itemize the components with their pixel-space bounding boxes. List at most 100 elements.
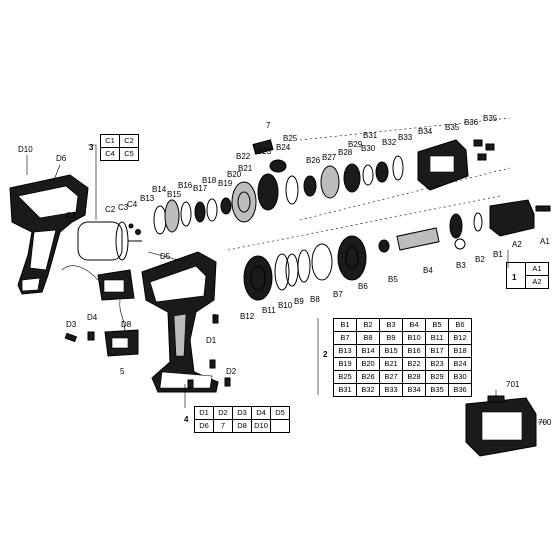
label-b5: B5 <box>388 275 398 284</box>
label-b9: B9 <box>294 297 304 306</box>
small-parts-left <box>64 314 231 389</box>
label-n701: 701 <box>506 380 520 389</box>
label-b15: B15 <box>167 190 182 199</box>
kit-2-cell: B9 <box>379 331 403 345</box>
label-n700: 700 <box>538 418 552 427</box>
label-b25: B25 <box>283 134 298 143</box>
kit-2-cell: B1 <box>333 318 357 332</box>
label-b26: B26 <box>306 156 321 165</box>
label-b19: B19 <box>218 179 233 188</box>
label-b17: B17 <box>193 184 208 193</box>
kit-2-cell: B32 <box>356 383 380 397</box>
kit-4-cell: D1 <box>194 406 214 420</box>
gearbox-stage-2 <box>299 117 511 221</box>
kit-2-table: B1 B2 B3 B4 B5 B6 B7 B8 B9 B10 B11 B12 B… <box>333 318 472 397</box>
kit-3-cell: C5 <box>119 147 139 161</box>
kit-2-cell: B8 <box>356 331 380 345</box>
kit-2-cell: B14 <box>356 344 380 358</box>
kit-4-cell: 7 <box>213 419 233 433</box>
label-b7: B7 <box>333 290 343 299</box>
kit-2-cell: B30 <box>448 370 472 384</box>
label-c3: C3 <box>118 203 129 212</box>
kit-1-table: A1 A2 <box>506 262 549 289</box>
label-b2: B2 <box>475 255 485 264</box>
kit-4-table: D1 D2 D3 D4 D5 D6 7 D8 D10 <box>194 406 290 433</box>
kit-1-cell: A2 <box>525 275 549 289</box>
kit-2-cell: B25 <box>333 370 357 384</box>
label-b34: B34 <box>418 127 433 136</box>
label-b28: B28 <box>338 148 353 157</box>
label-b4: B4 <box>423 266 433 275</box>
label-b10: B10 <box>278 301 293 310</box>
kit-4-cell: D8 <box>232 419 252 433</box>
kit-4-number: 4 <box>184 415 189 424</box>
kit-3-cell: C2 <box>119 134 139 148</box>
label-b27: B27 <box>322 153 337 162</box>
label-d3: D3 <box>66 320 77 329</box>
label-b33: B33 <box>398 133 413 142</box>
clutch-assembly <box>227 195 551 301</box>
label-b23: B23 <box>257 147 272 156</box>
kit-2-cell: B20 <box>356 357 380 371</box>
kit-2-cell: B31 <box>333 383 357 397</box>
kit-4-cell: D10 <box>251 419 271 433</box>
kit-2-cell: B17 <box>425 344 449 358</box>
kit-2-cell: B2 <box>356 318 380 332</box>
label-b3: B3 <box>456 261 466 270</box>
kit-2-cell: B15 <box>379 344 403 358</box>
kit-2-cell: B29 <box>425 370 449 384</box>
label-d8: D8 <box>121 320 132 329</box>
housing-right-half <box>141 251 219 393</box>
kit-4-cell: D5 <box>270 406 290 420</box>
kit-4-cell: D6 <box>194 419 214 433</box>
label-b11: B11 <box>262 306 276 315</box>
kit-2-cell: B24 <box>448 357 472 371</box>
label-b6: B6 <box>358 282 368 291</box>
label-b13: B13 <box>140 194 155 203</box>
kit-3-number: 3 <box>89 143 94 152</box>
kit-4-cell: D4 <box>251 406 271 420</box>
kit-3-cell: C1 <box>100 134 120 148</box>
label-b36: B36 <box>464 118 479 127</box>
kit-2-cell: B16 <box>402 344 426 358</box>
kit-2-cell: B33 <box>379 383 403 397</box>
label-b24: B24 <box>276 143 291 152</box>
kit-2-cell: B35 <box>425 383 449 397</box>
label-b31: B31 <box>363 131 378 140</box>
kit-2-cell: B18 <box>448 344 472 358</box>
label-b8: B8 <box>310 295 320 304</box>
kit-2-cell: B3 <box>379 318 403 332</box>
label-d2: D2 <box>226 367 237 376</box>
kit-3-table: C1 C2 C4 C5 <box>100 134 139 161</box>
kit-2-cell: B34 <box>402 383 426 397</box>
label-b20: B20 <box>227 170 242 179</box>
kit-2-cell: B6 <box>448 318 472 332</box>
motor <box>77 221 142 261</box>
label-d6: D6 <box>56 154 67 163</box>
kit-2-cell: B5 <box>425 318 449 332</box>
kit-4-cell: D2 <box>213 406 233 420</box>
label-c4: C4 <box>127 200 138 209</box>
kit-2-cell: B12 <box>448 331 472 345</box>
kit-2-cell: B10 <box>402 331 426 345</box>
label-b16: B16 <box>178 181 193 190</box>
kit-2-cell: B13 <box>333 344 357 358</box>
kit-2-cell: B23 <box>425 357 449 371</box>
label-a2: A2 <box>512 240 522 249</box>
label-b1: B1 <box>493 250 503 259</box>
label-b12: B12 <box>240 312 255 321</box>
kit-3-cell: C4 <box>100 147 120 161</box>
label-b14: B14 <box>152 185 167 194</box>
label-b22: B22 <box>236 152 251 161</box>
kit-2-cell: B22 <box>402 357 426 371</box>
label-b21: B21 <box>238 164 253 173</box>
kit-2-cell: B26 <box>356 370 380 384</box>
label-c1: C1 <box>66 211 77 220</box>
label-a1: A1 <box>540 237 550 246</box>
kit-2-cell: B4 <box>402 318 426 332</box>
label-d1: D1 <box>206 336 217 345</box>
label-c2: C2 <box>105 205 116 214</box>
kit-2-cell: B7 <box>333 331 357 345</box>
kit-4-cell <box>270 419 290 433</box>
